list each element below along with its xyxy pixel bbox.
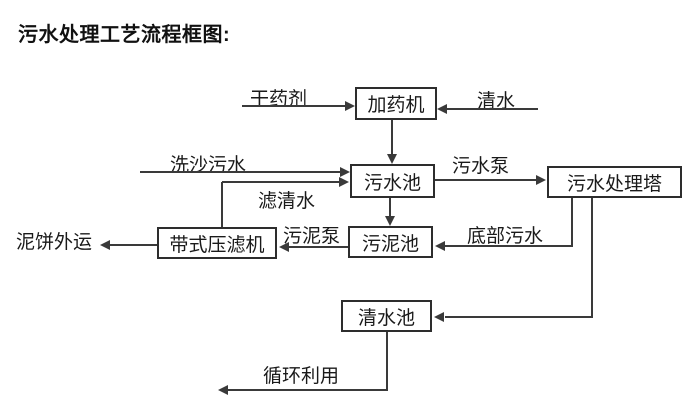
node-treatment-tower: 污水处理塔 [547,166,682,198]
line-filtered-water-horizontal [222,181,339,183]
line-filtered-water-vertical [221,182,223,227]
line-dry-chemical [242,105,345,107]
line-sewage-pool-to-sludge-pool [389,198,391,217]
line-sludge-pump [289,246,348,248]
arrowhead-clean-water [437,104,447,114]
flow-label-sludge-pump: 污泥泵 [283,226,341,247]
node-belt-filter-press: 带式压滤机 [157,227,277,259]
flow-label-clean-water: 清水 [477,91,516,112]
arrowhead-dosing-to-sewage-pool [387,154,397,164]
line-recycle-vertical [386,332,388,391]
flow-label-filtered-water: 滤清水 [258,191,316,212]
flow-label-sewage-pump: 污水泵 [452,156,510,177]
flow-label-recycle: 循环利用 [263,366,340,387]
arrowhead-sewage-pool-to-sludge-pool [385,216,395,226]
node-sludge-pool: 污泥池 [348,226,433,258]
arrowhead-tower-to-clean-pool [434,312,444,322]
arrowhead-filtered-water [339,177,349,187]
flow-label-bottom-sewage: 底部污水 [467,226,544,247]
flow-label-dry-chemical: 干药剂 [250,89,308,110]
line-bottom-sewage-horizontal [445,245,573,247]
node-dosing-machine: 加药机 [355,87,437,120]
arrowhead-recycle [218,385,228,395]
line-recycle-horizontal [228,389,388,391]
page-title: 污水处理工艺流程框图: [18,24,231,46]
arrowhead-sludge-pump [279,242,289,252]
node-sewage-pool: 污水池 [350,164,435,198]
arrowhead-dry-chemical [345,101,355,111]
line-mud-cake-out [110,244,157,246]
arrowhead-bottom-sewage [435,241,445,251]
arrowhead-sand-washing-sewage [340,167,350,177]
node-clean-water-pool: 清水池 [341,300,432,332]
flow-label-mud-cake-out: 泥饼外运 [16,232,93,253]
flow-label-sand-washing-sewage: 洗沙污水 [170,155,247,176]
line-tower-to-clean-pool-vertical [591,198,593,318]
line-clean-water [447,108,538,110]
arrowhead-sewage-pump [536,175,546,185]
line-dosing-to-sewage-pool [391,120,393,156]
line-sand-washing-sewage [140,171,340,173]
line-tower-to-clean-pool-horizontal [445,316,593,318]
arrowhead-mud-cake-out [100,240,110,250]
line-sewage-pump [435,179,536,181]
line-bottom-sewage-vertical [571,198,573,247]
